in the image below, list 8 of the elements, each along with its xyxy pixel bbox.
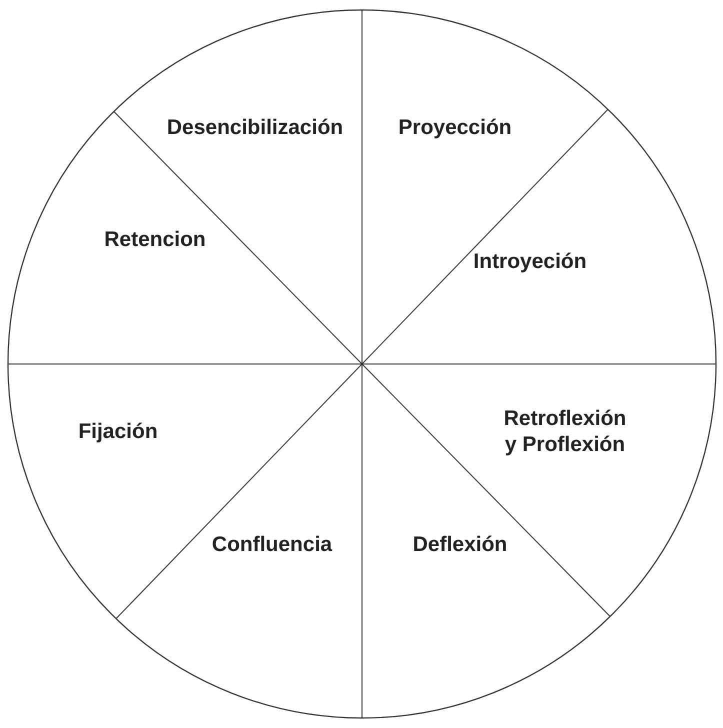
sector-label: Introyeción <box>455 248 605 276</box>
sector-label: Fijación <box>58 418 178 446</box>
sector-label: Deflexión <box>395 532 525 558</box>
sector-label: Retroflexión y Proflexión <box>495 406 635 458</box>
sector-label: Retencion <box>80 226 230 254</box>
sector-label: Desencibilización <box>145 114 365 142</box>
sector-label: Confluencia <box>197 532 347 558</box>
sector-label: Proyección <box>380 114 530 142</box>
